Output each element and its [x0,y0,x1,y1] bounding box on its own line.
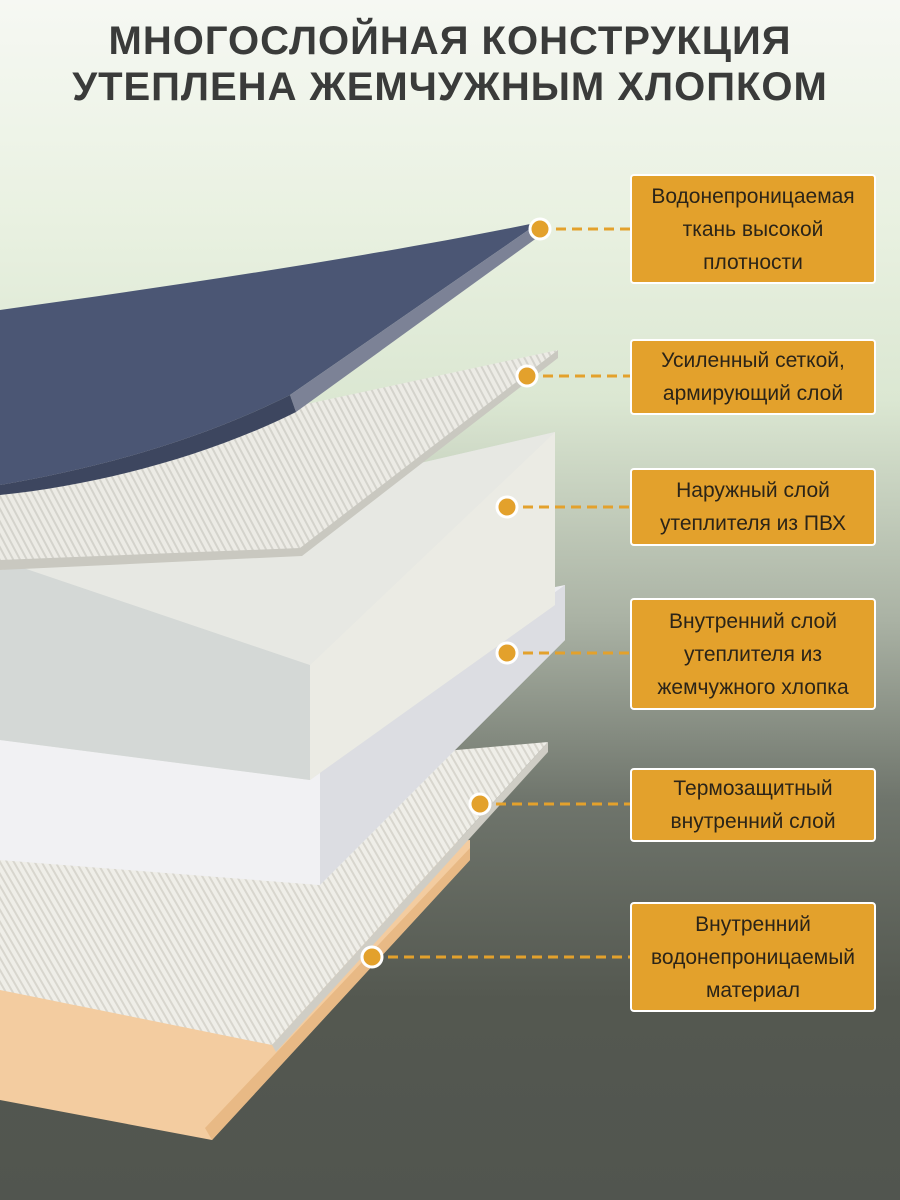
dot-pvc [495,495,519,519]
label-thermal: Термозащитный внутренний слой [630,768,876,842]
dot-waterproof [360,945,384,969]
label-pearl-cotton: Внутренний слой утеплителя из жемчужного… [630,598,876,710]
page-title: МНОГОСЛОЙНАЯ КОНСТРУКЦИЯ УТЕПЛЕНА ЖЕМЧУЖ… [0,18,900,110]
title-line-1: МНОГОСЛОЙНАЯ КОНСТРУКЦИЯ [108,19,792,63]
label-mesh: Усиленный сеткой, армирующий слой [630,339,876,415]
label-pvc: Наружный слой утеплителя из ПВХ [630,468,876,546]
dot-mesh [515,364,539,388]
title-line-2: УТЕПЛЕНА ЖЕМЧУЖНЫМ ХЛОПКОМ [72,65,828,109]
dot-fabric [528,217,552,241]
layer-pvc [0,432,555,780]
layer-mesh [0,350,558,570]
dot-pearl-cotton [495,641,519,665]
label-waterproof: Внутренний водонепроницаемый материал [630,902,876,1012]
layer-fabric [0,222,545,495]
label-fabric: Водонепроницаемая ткань высокой плотност… [630,174,876,284]
leader-lines [360,217,630,969]
dot-thermal [468,792,492,816]
